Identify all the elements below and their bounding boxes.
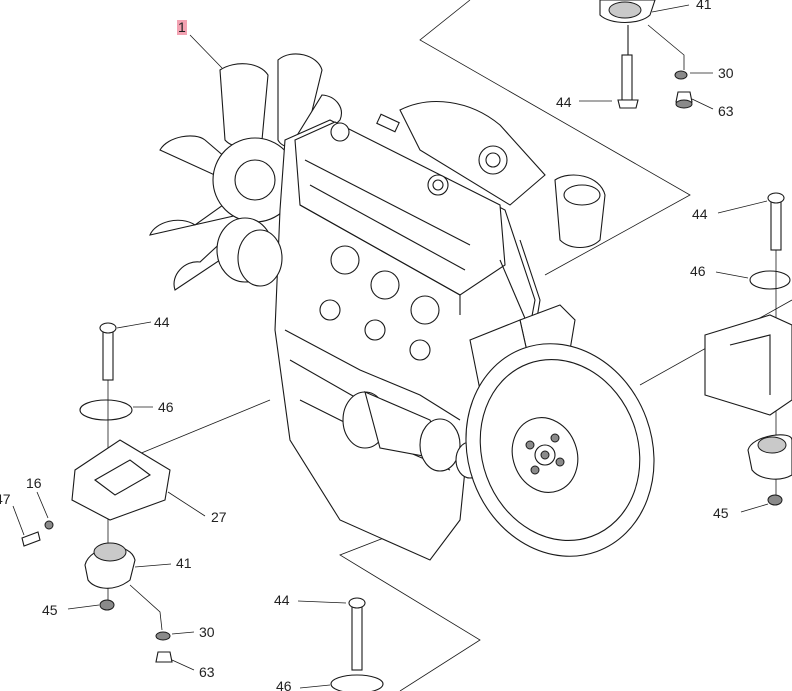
callout-44-left: 44 [154,314,170,330]
flywheel [465,343,655,557]
callout-44-top: 44 [556,94,572,110]
callout-45-right: 45 [713,505,729,521]
callout-63-left: 63 [199,664,215,680]
callout-30-top: 30 [718,65,734,81]
callout-27: 27 [211,509,227,525]
callout-1: 1 [178,19,186,35]
callout-41-top: 41 [696,0,712,12]
top-mount-assembly [599,0,693,109]
callout-44-right: 44 [692,206,708,222]
callout-44-bottom: 44 [274,592,290,608]
callout-47: 47 [0,491,11,507]
callout-63-top: 63 [718,103,734,119]
callout-46-right: 46 [690,263,706,279]
leader-lines [12,4,769,689]
bottom-mount-assembly [330,597,384,691]
callout-30-left: 30 [199,624,215,640]
callout-labels: 1 41 30 44 63 44 46 45 44 46 16 47 27 41… [0,0,734,691]
callout-45-left: 45 [42,602,58,618]
callout-46-bottom: 46 [276,678,292,691]
callout-46-left: 46 [158,399,174,415]
callout-41-left: 41 [176,555,192,571]
callout-1-highlight [177,20,187,35]
left-mount-assembly [21,322,173,663]
engine-body [216,101,606,561]
right-mount-assembly [704,192,792,506]
callout-16: 16 [26,475,42,491]
